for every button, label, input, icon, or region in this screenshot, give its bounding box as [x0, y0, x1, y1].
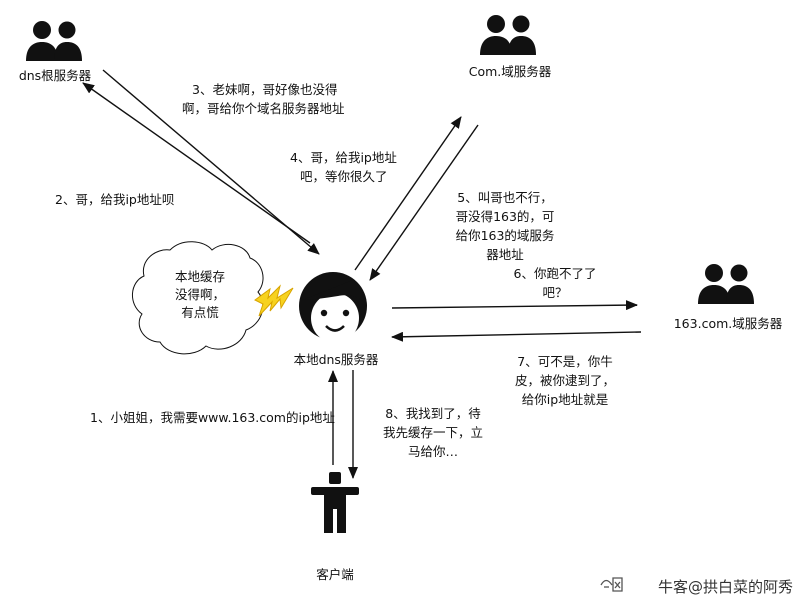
local-dns-label: 本地dns服务器 — [293, 352, 379, 367]
message-4: 4、哥，给我ip地址 吧，等你很久了 — [290, 150, 397, 184]
arrow-local-to-163 — [391, 300, 638, 311]
client-label: 客户端 — [316, 567, 354, 582]
dns-root-user-group-icon — [26, 21, 82, 61]
lightning-icon — [254, 284, 294, 317]
message-8: 8、我找到了，待 我先缓存一下，立 马给你… — [382, 406, 483, 459]
arrow-root-to-local — [102, 69, 320, 255]
message-7: 7、可不是，你牛 皮，被你逮到了， 给你ip地址就是 — [514, 354, 615, 407]
message-2: 2、哥，给我ip地址呗 — [55, 192, 175, 207]
girl-face-icon — [299, 272, 367, 343]
thought-cloud — [132, 241, 264, 355]
com-server-label: Com.域服务器 — [468, 64, 552, 79]
dom163-user-group-icon — [698, 264, 754, 304]
arrow-local-to-root — [82, 82, 311, 244]
message-5: 5、叫哥也不行， 哥没得163的，可 给你163的域服务 器地址 — [455, 190, 555, 262]
person-icon — [311, 472, 359, 533]
arrow-local-to-com — [354, 116, 462, 271]
com-user-group-icon — [480, 15, 536, 55]
arrow-com-to-local — [369, 124, 479, 281]
watermark-text: 牛客@拱白菜的阿秀 — [657, 578, 793, 596]
dns-root-label: dns根服务器 — [18, 68, 92, 83]
nowcoder-logo-icon — [600, 577, 623, 592]
arrow-163-to-local — [391, 331, 642, 342]
dom163-server-label: 163.com.域服务器 — [673, 316, 783, 331]
message-6: 6、你跑不了了 吧？ — [513, 266, 597, 300]
message-3: 3、老妹啊，哥好像也没得 啊，哥给你个域名服务器地址 — [182, 82, 345, 116]
thought-text: 本地缓存 没得啊， 有点慌 — [174, 269, 225, 320]
message-1: 1、小姐姐，我需要www.163.com的ip地址 — [90, 410, 335, 425]
